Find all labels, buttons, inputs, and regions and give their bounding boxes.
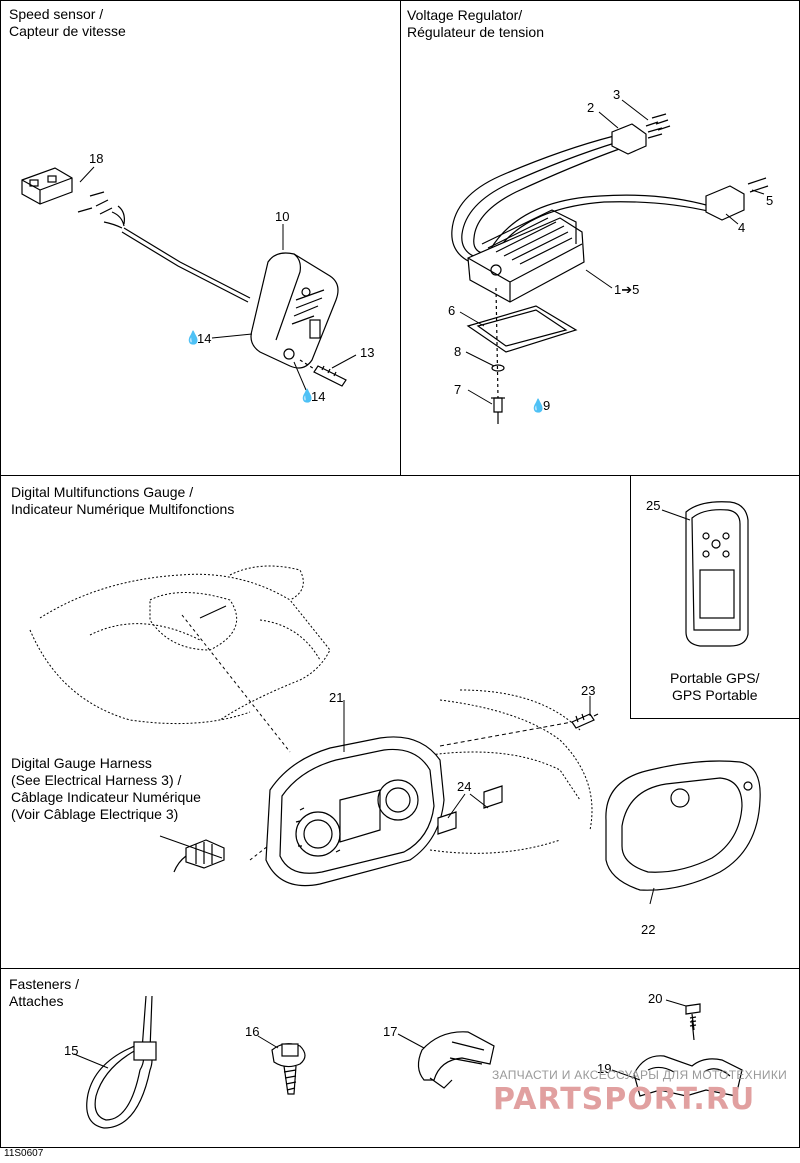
callout-18: 18 bbox=[89, 151, 104, 166]
callout-22: 22 bbox=[641, 922, 656, 937]
regulator-body bbox=[467, 209, 585, 303]
clamp-screw bbox=[685, 1003, 701, 1031]
callout-10: 10 bbox=[275, 209, 290, 224]
callout-5: 5 bbox=[766, 193, 774, 208]
harness-label: Digital Gauge Harness (See Electrical Ha… bbox=[11, 755, 201, 822]
speed-sensor-cable bbox=[121, 227, 251, 303]
cable-tie bbox=[86, 995, 157, 1129]
fasteners-title: Fasteners / Attaches bbox=[9, 976, 80, 1009]
callout-2: 2 bbox=[587, 100, 595, 115]
regulator-washer-screw bbox=[491, 287, 505, 424]
oil-drop-icon: 💧 bbox=[299, 388, 316, 403]
push-screw bbox=[271, 1043, 306, 1095]
gauge-cluster bbox=[265, 736, 445, 887]
regulator-connector-2 bbox=[611, 113, 671, 155]
voltage-regulator-title: Voltage Regulator/ Régulateur de tension bbox=[407, 7, 544, 40]
regulator-wires bbox=[451, 135, 713, 263]
callout-1-5: 1➔5 bbox=[614, 282, 640, 297]
callout-6: 6 bbox=[448, 303, 456, 318]
speed-sensor-body bbox=[250, 252, 339, 369]
double-clamp bbox=[633, 1019, 743, 1097]
callout-24: 24 bbox=[457, 779, 472, 794]
callout-15: 15 bbox=[64, 1043, 79, 1058]
callout-7: 7 bbox=[454, 382, 462, 397]
watermark-logo: PARTSPORT.RU bbox=[493, 1082, 756, 1117]
callout-4: 4 bbox=[738, 220, 746, 235]
callout-20: 20 bbox=[648, 991, 663, 1006]
callout-3: 3 bbox=[613, 87, 621, 102]
callout-17: 17 bbox=[383, 1024, 398, 1039]
speed-sensor-screw bbox=[299, 359, 347, 387]
callout-19: 19 bbox=[597, 1061, 612, 1076]
callout-16: 16 bbox=[245, 1024, 260, 1039]
gauge-harness-connector bbox=[173, 839, 225, 873]
gauge-seal bbox=[605, 760, 761, 891]
regulator-gasket bbox=[466, 305, 578, 353]
callout-25: 25 bbox=[646, 498, 661, 513]
gps-device bbox=[685, 501, 749, 647]
regulator-connector-4 bbox=[705, 177, 769, 221]
oil-drop-icon: 💧 bbox=[185, 330, 202, 345]
callout-14b: 14 bbox=[311, 389, 326, 404]
callout-23: 23 bbox=[581, 683, 596, 698]
gauge-screw bbox=[571, 713, 599, 729]
speed-sensor-connector bbox=[21, 167, 125, 229]
callout-14a: 14 bbox=[197, 331, 212, 346]
gps-panel bbox=[630, 476, 800, 719]
callout-9: 9 bbox=[543, 398, 551, 413]
oil-drop-icon: 💧 bbox=[530, 398, 547, 413]
watermark-tagline: ЗАПЧАСТИ И АКСЕССУАРЫ ДЛЯ МОТОТЕХНИКИ bbox=[492, 1068, 788, 1082]
gauge-title: Digital Multifunctions Gauge / Indicateu… bbox=[11, 484, 235, 517]
callout-21: 21 bbox=[329, 690, 344, 705]
hose-clamp bbox=[417, 1031, 495, 1089]
drawing-code: 11S0607 bbox=[4, 1148, 44, 1159]
gauge-pads bbox=[437, 785, 503, 835]
speed-sensor-title: Speed sensor / Capteur de vitesse bbox=[9, 6, 126, 39]
gps-label: Portable GPS/ GPS Portable bbox=[670, 670, 760, 703]
callout-13: 13 bbox=[360, 345, 375, 360]
callout-8: 8 bbox=[454, 344, 462, 359]
